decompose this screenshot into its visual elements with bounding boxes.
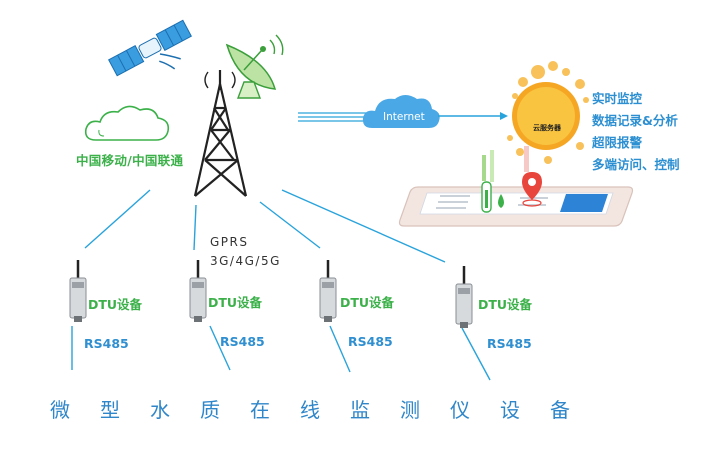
satellite-icon bbox=[108, 19, 192, 77]
caption-char: 测 bbox=[400, 398, 420, 422]
feature-over-limit-alarm: 超限报警 bbox=[592, 135, 643, 150]
cloud-server-label: 云服务器 bbox=[533, 124, 561, 132]
dtu-device-icon bbox=[455, 266, 473, 328]
dtu-device-icon bbox=[189, 260, 207, 322]
signal-lines bbox=[298, 112, 372, 122]
smartphone-icon bbox=[398, 186, 634, 227]
feature-data-logging: 数据记录&分析 bbox=[592, 113, 678, 128]
network-type-label: GPRS 3G/4G/5G bbox=[210, 233, 281, 271]
cloud-server-icon bbox=[507, 61, 589, 164]
thermometer-icon bbox=[481, 150, 494, 213]
dtu-device-icon bbox=[69, 260, 87, 322]
caption-char: 水 bbox=[150, 398, 170, 422]
carrier-label: 中国移动/中国联通 bbox=[76, 153, 184, 168]
location-pin-icon bbox=[522, 146, 542, 207]
carrier-cloud-icon bbox=[84, 105, 170, 141]
caption-char: 监 bbox=[350, 398, 370, 422]
caption-char: 线 bbox=[300, 398, 320, 422]
diagram-caption: 微 型 水 质 在 线 监 测 仪 设 备 bbox=[50, 394, 570, 423]
caption-char: 备 bbox=[550, 398, 570, 422]
dtu-device-icon bbox=[319, 260, 337, 322]
caption-char: 设 bbox=[500, 398, 520, 422]
caption-char: 质 bbox=[200, 398, 220, 422]
internet-cloud-icon bbox=[362, 95, 440, 128]
rs485-label: RS485 bbox=[84, 336, 129, 351]
caption-char: 型 bbox=[100, 398, 120, 422]
satellite-dish-icon bbox=[225, 34, 284, 99]
dtu-label: DTU设备 bbox=[478, 297, 533, 312]
dtu-label: DTU设备 bbox=[88, 297, 143, 312]
feature-list: 实时监控 数据记录&分析 超限报警 多端访问、控制 bbox=[592, 88, 680, 176]
mobile-generations-label: 3G/4G/5G bbox=[210, 254, 281, 268]
dtu-label: DTU设备 bbox=[208, 295, 263, 310]
rs485-label: RS485 bbox=[348, 334, 393, 349]
rs485-label: RS485 bbox=[487, 336, 532, 351]
caption-char: 仪 bbox=[450, 398, 470, 422]
caption-char: 微 bbox=[50, 398, 70, 422]
internet-label: Internet bbox=[383, 111, 425, 123]
feature-multi-terminal-access: 多端访问、控制 bbox=[592, 157, 680, 172]
connection-lines bbox=[71, 189, 491, 381]
gprs-label: GPRS bbox=[210, 235, 249, 249]
dtu-label: DTU设备 bbox=[340, 295, 395, 310]
feature-realtime-monitoring: 实时监控 bbox=[592, 91, 643, 106]
water-drop-icon bbox=[498, 194, 504, 208]
caption-char: 在 bbox=[250, 398, 270, 422]
cell-tower-icon bbox=[193, 70, 248, 197]
rs485-label: RS485 bbox=[220, 334, 265, 349]
